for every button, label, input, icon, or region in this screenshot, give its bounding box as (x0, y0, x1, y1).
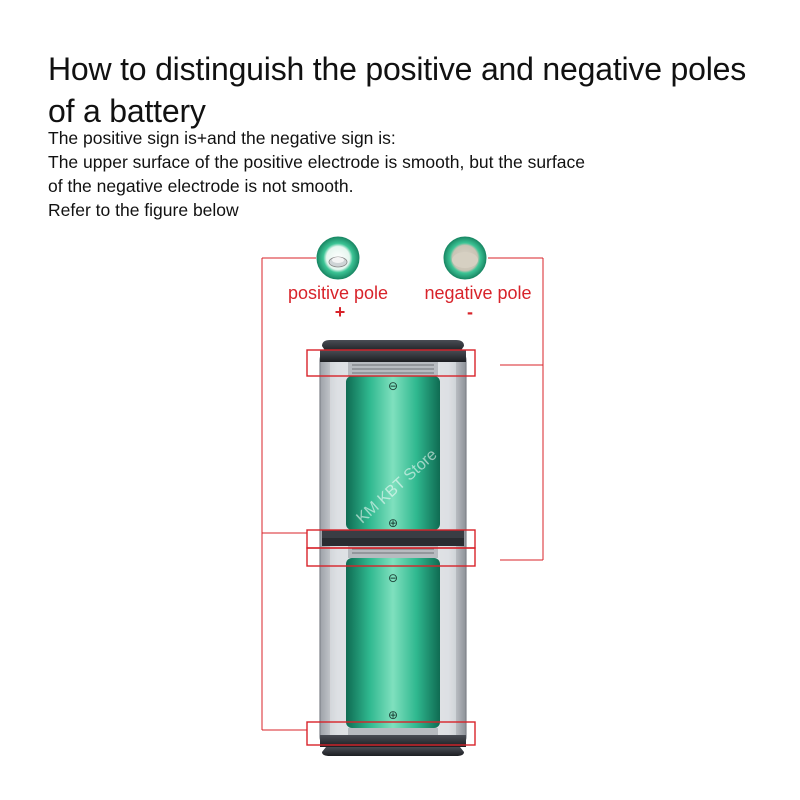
description-line: The upper surface of the positive electr… (48, 152, 585, 172)
positive-leader-lines (261, 257, 316, 731)
positive-terminal-icon (316, 236, 360, 280)
negative-leader-lines (488, 257, 544, 561)
positive-mark-icon: ⊕ (388, 516, 398, 530)
description-line: Refer to the figure below (48, 200, 239, 220)
bottom-pole-box (306, 721, 476, 746)
description: The positive sign is+and the negative si… (48, 126, 748, 222)
positive-pole-label: positive pole (287, 283, 389, 303)
description-line: The positive sign is+and the negative si… (48, 128, 396, 148)
annotation-boxes (306, 349, 476, 746)
positive-mark-icon: ⊕ (388, 708, 398, 722)
negative-terminal-icon (443, 236, 487, 280)
middle-pole-box-lower (306, 547, 476, 567)
description-line: of the negative electrode is not smooth. (48, 176, 354, 196)
negative-mark-icon: ⊖ (388, 379, 398, 393)
top-pole-box (306, 349, 476, 377)
negative-mark-icon: ⊖ (388, 571, 398, 585)
page-title: How to distinguish the positive and nega… (48, 51, 747, 129)
negative-sign: - (467, 302, 473, 322)
negative-pole-label: negative pole (424, 283, 532, 303)
positive-sign: + (334, 302, 346, 322)
